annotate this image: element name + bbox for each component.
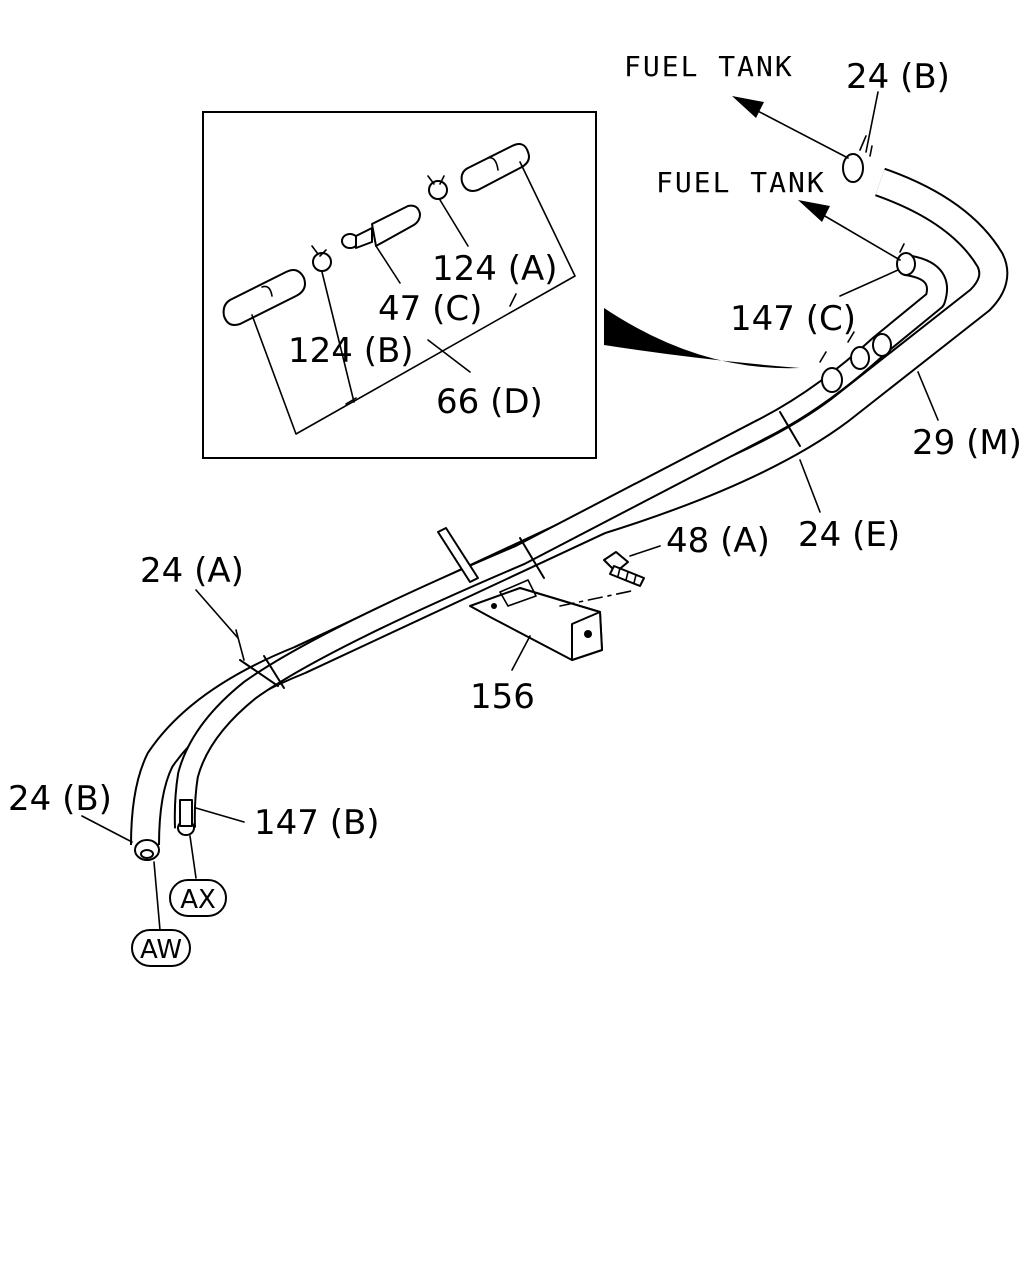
leader-ax — [189, 835, 197, 879]
connector-aw-label: AW — [140, 935, 182, 965]
hose-end-upper — [842, 135, 873, 183]
leader-aw — [153, 861, 161, 931]
inset-bracket-66d — [251, 161, 576, 435]
leader-48a — [629, 545, 661, 557]
band-24a-1 — [263, 655, 285, 689]
hose-end-lower — [896, 243, 916, 276]
clip-24a — [235, 629, 245, 661]
inset-clamp-124a — [427, 175, 448, 200]
leader-47c-tick — [509, 293, 517, 307]
callout-47c: 47 (C) — [378, 289, 482, 329]
leader-147b — [195, 807, 245, 823]
band-24a-2 — [239, 659, 279, 687]
leader-29m — [917, 371, 939, 421]
connector-tag-ax: AX — [169, 879, 227, 917]
hose-end-aw — [134, 839, 160, 861]
callout-124b: 124 (B) — [288, 331, 414, 371]
connector-ax-label: AX — [180, 885, 216, 915]
inset-pipe-47c — [341, 204, 421, 249]
label-fuel-tank-lower: FUEL TANK — [656, 166, 826, 199]
label-fuel-tank-upper: FUEL TANK — [624, 50, 794, 83]
leader-66d — [427, 339, 471, 373]
callout-147b: 147 (B) — [254, 803, 380, 843]
connector-tag-aw: AW — [131, 929, 191, 967]
callout-147c: 147 (C) — [730, 299, 856, 339]
leader-124b — [321, 271, 355, 403]
band-bracket — [519, 537, 545, 579]
bracket-156 — [437, 527, 603, 661]
leader-124b-tick — [345, 397, 357, 405]
band-24e — [779, 411, 801, 447]
detail-inset: 124 (A) 47 (C) 124 (B) 66 (D) — [202, 111, 597, 459]
leader-24b-top — [865, 91, 879, 153]
inset-tube-left — [222, 269, 306, 326]
leader-147c — [839, 269, 899, 297]
fuel-hose-main — [130, 167, 1009, 846]
callout-24b-left: 24 (B) — [8, 779, 112, 819]
callout-24b-top: 24 (B) — [846, 57, 950, 97]
arrow-fuel-tank-lower — [798, 200, 901, 261]
leader-156 — [511, 635, 531, 671]
arrow-fuel-tank-upper — [732, 96, 849, 159]
inset-tube-right — [460, 143, 530, 192]
leader-24b-left — [81, 815, 133, 843]
inset-clamp-124b — [311, 245, 332, 272]
bolt-48a — [603, 551, 645, 587]
joint-fittings — [819, 331, 892, 393]
leader-24e — [799, 459, 821, 513]
callout-66d: 66 (D) — [436, 382, 543, 422]
callout-24e: 24 (E) — [798, 515, 900, 555]
callout-156: 156 — [470, 677, 535, 717]
inset-pointer-wedge — [604, 308, 800, 369]
hose-end-ax — [177, 799, 195, 836]
leader-124a — [439, 199, 469, 247]
leader-24a — [195, 589, 239, 639]
callout-124a: 124 (A) — [432, 249, 558, 289]
callout-29m: 29 (M) — [912, 423, 1022, 463]
bolt-axis — [559, 589, 637, 607]
callout-48a: 48 (A) — [666, 521, 770, 561]
leader-47c-top — [375, 245, 401, 284]
callout-24a: 24 (A) — [140, 551, 244, 591]
